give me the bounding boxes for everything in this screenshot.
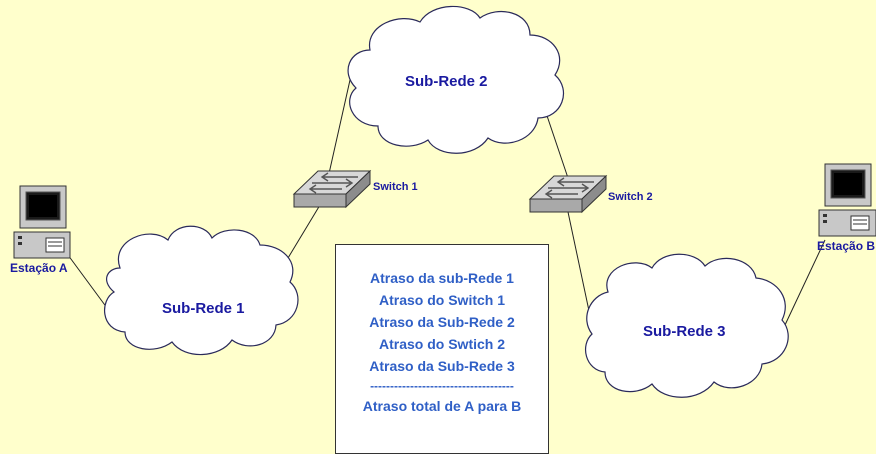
delay-line-subnet-2: Atraso da Sub-Rede 2 [369,314,515,330]
link-switch1-subnet2 [327,79,351,179]
subnet-3-cloud [584,253,789,398]
station-b-computer-icon [818,163,876,237]
delay-total: Atraso total de A para B [362,398,522,414]
switch-2-label: Switch 2 [608,191,653,203]
subnet-1-cloud [103,225,299,356]
subnet-2-cloud [347,5,565,154]
delay-summary-box: Atraso da sub-Rede 1 Atraso do Switch 1 … [335,244,549,454]
switch-2-icon [528,174,608,214]
link-subnet1-switch1 [287,204,321,259]
station-b-label: Estação B [817,239,876,253]
delay-line-subnet-1: Atraso da sub-Rede 1 [370,270,514,286]
delay-line-subnet-3: Atraso da Sub-Rede 3 [369,358,515,374]
delay-separator: ------------------------------------ [370,379,514,393]
subnet-1-label: Sub-Rede 1 [162,300,245,317]
subnet-3-label: Sub-Rede 3 [643,323,726,340]
subnet-2-label: Sub-Rede 2 [405,73,488,90]
delay-line-switch-1: Atraso do Switch 1 [378,292,506,308]
link-subnet3-stationB [784,239,826,326]
link-stationA-subnet1 [67,254,111,313]
station-a-computer-icon [13,185,71,259]
link-switch2-subnet3 [567,211,593,326]
station-a-label: Estação A [10,261,68,275]
switch-1-label: Switch 1 [373,181,418,193]
delay-line-switch-2: Atraso do Swtich 2 [378,336,506,352]
switch-1-icon [292,169,372,209]
